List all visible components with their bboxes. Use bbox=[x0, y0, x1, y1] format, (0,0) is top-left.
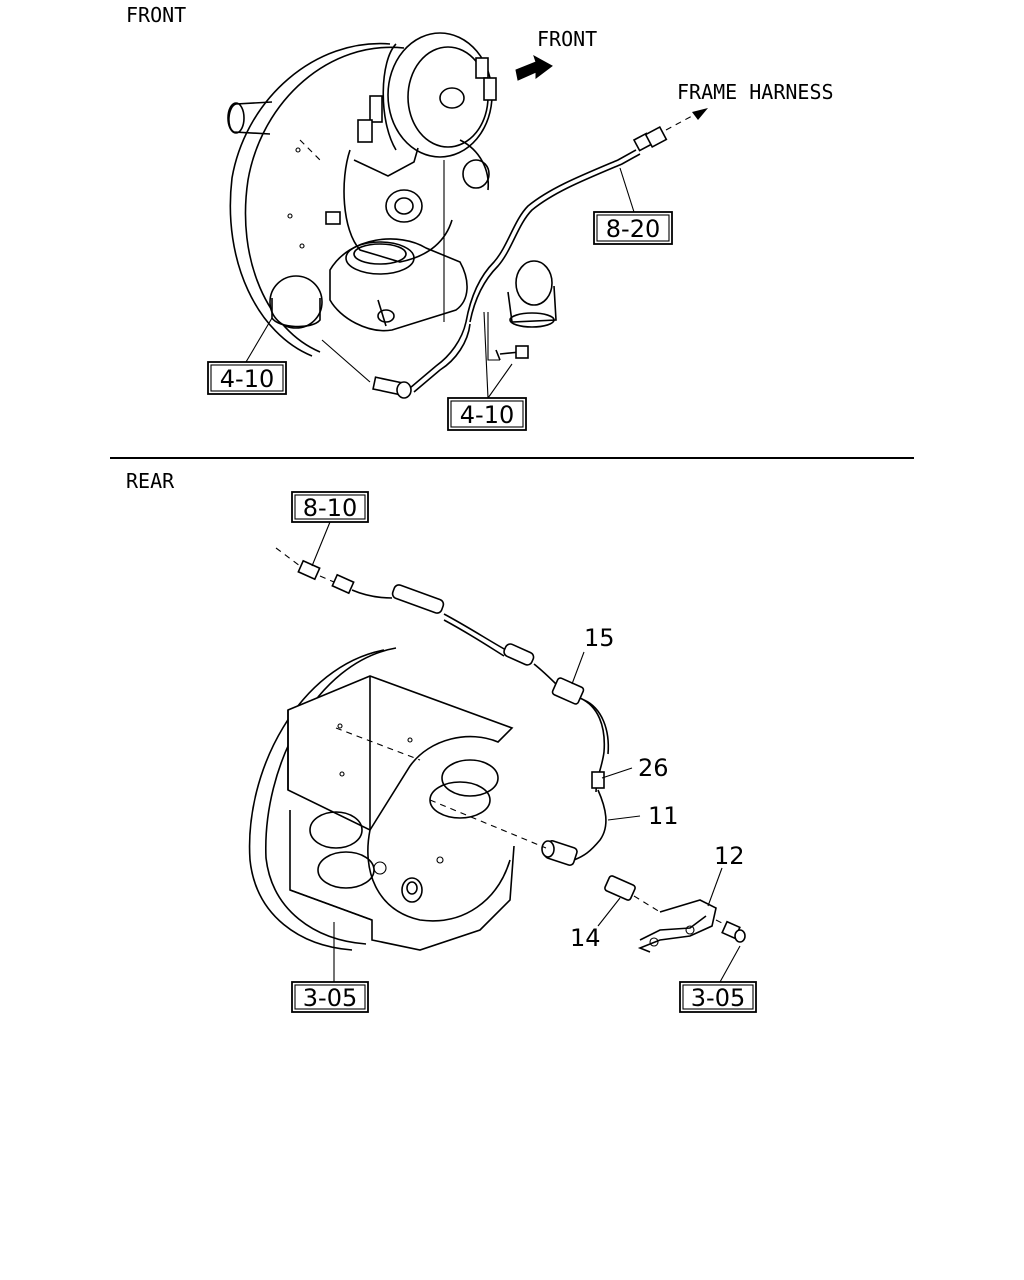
front-direction-label: FRONT bbox=[537, 27, 597, 51]
part-11-label: 11 bbox=[648, 802, 679, 830]
ref-callout-4-10-bottom: 4-10 bbox=[447, 311, 527, 431]
part-callout-14: 14 bbox=[570, 897, 621, 952]
part-14-label: 14 bbox=[570, 924, 601, 952]
rear-drum-brake-assembly bbox=[248, 647, 515, 951]
ref-callout-3-05-bracket: 3-05 bbox=[679, 945, 757, 1013]
ref-3-05-bracket-text: 3-05 bbox=[691, 984, 745, 1012]
ref-8-10-text: 8-10 bbox=[303, 494, 357, 522]
rear-section-label: REAR bbox=[126, 469, 175, 493]
ref-8-20-text: 8-20 bbox=[606, 215, 660, 243]
front-sensor-harness bbox=[321, 108, 708, 399]
part-15-label: 15 bbox=[584, 624, 615, 652]
part-callout-12: 12 bbox=[707, 842, 745, 907]
front-direction-arrow-icon bbox=[515, 54, 553, 81]
part-26-label: 26 bbox=[638, 754, 669, 782]
part-callout-11: 11 bbox=[607, 802, 679, 830]
ref-4-10-bottom-text: 4-10 bbox=[460, 401, 514, 429]
front-section-label: FRONT bbox=[126, 3, 186, 27]
ref-callout-8-20: 8-20 bbox=[593, 167, 673, 245]
ref-3-05-drum-text: 3-05 bbox=[303, 984, 357, 1012]
ref-4-10-left-text: 4-10 bbox=[220, 365, 274, 393]
ref-callout-3-05-drum: 3-05 bbox=[291, 922, 369, 1013]
part-callout-26: 26 bbox=[601, 754, 669, 782]
frame-harness-label: FRAME HARNESS bbox=[677, 80, 834, 104]
rear-sensor-harness bbox=[275, 547, 746, 953]
ref-callout-4-10-left: 4-10 bbox=[207, 317, 287, 395]
ref-callout-8-10: 8-10 bbox=[291, 491, 369, 567]
part-callout-15: 15 bbox=[571, 624, 615, 685]
part-12-label: 12 bbox=[714, 842, 745, 870]
front-knuckle-assembly bbox=[227, 32, 557, 357]
